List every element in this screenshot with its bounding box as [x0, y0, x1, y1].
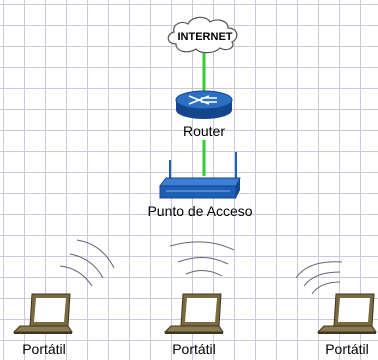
laptop-label-3: Portátil [325, 341, 369, 357]
wireless-access-point-icon [159, 152, 241, 199]
laptop-icon [316, 293, 377, 334]
router-label: Router [183, 123, 225, 139]
laptop-label-1: Portátil [22, 341, 66, 357]
router-icon [175, 90, 233, 119]
laptop-icon [12, 293, 73, 334]
wireless-signal-icon [59, 239, 343, 295]
laptop-icon [163, 293, 224, 334]
laptop-label-2: Portátil [172, 341, 216, 357]
internet-label: INTERNET [178, 31, 233, 43]
access-point-label: Punto de Acceso [147, 203, 252, 219]
cloud-icon [167, 16, 238, 54]
